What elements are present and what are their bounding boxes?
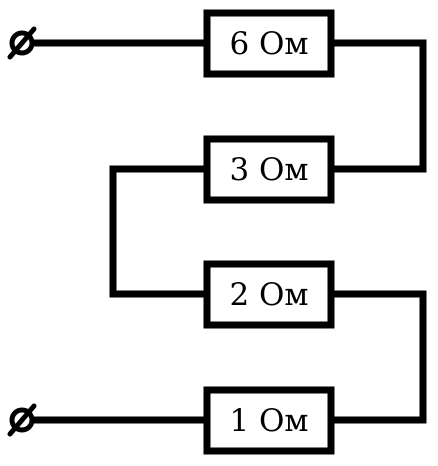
wires [24,39,427,424]
resistor-label: 3 Ом [229,152,308,188]
resistor-1-ohm: 1 Ом [203,386,335,455]
wire-3-to-2 [109,165,207,298]
resistor-label: 6 Ом [229,26,308,62]
resistor-box [203,260,335,329]
resistor-3-ohm: 3 Ом [203,135,335,204]
resistor-label: 2 Ом [229,277,308,313]
resistor-box [203,386,335,455]
wire-2-to-1 [331,290,427,424]
terminal-icon [7,403,37,437]
resistor-label: 1 Ом [229,403,308,439]
resistor-6-ohm: 6 Ом [203,9,335,78]
resistor-box [203,9,335,78]
resistor-box [203,135,335,204]
resistor-2-ohm: 2 Ом [203,260,335,329]
terminal-icon [7,26,37,60]
wire-6-to-3 [331,39,427,173]
